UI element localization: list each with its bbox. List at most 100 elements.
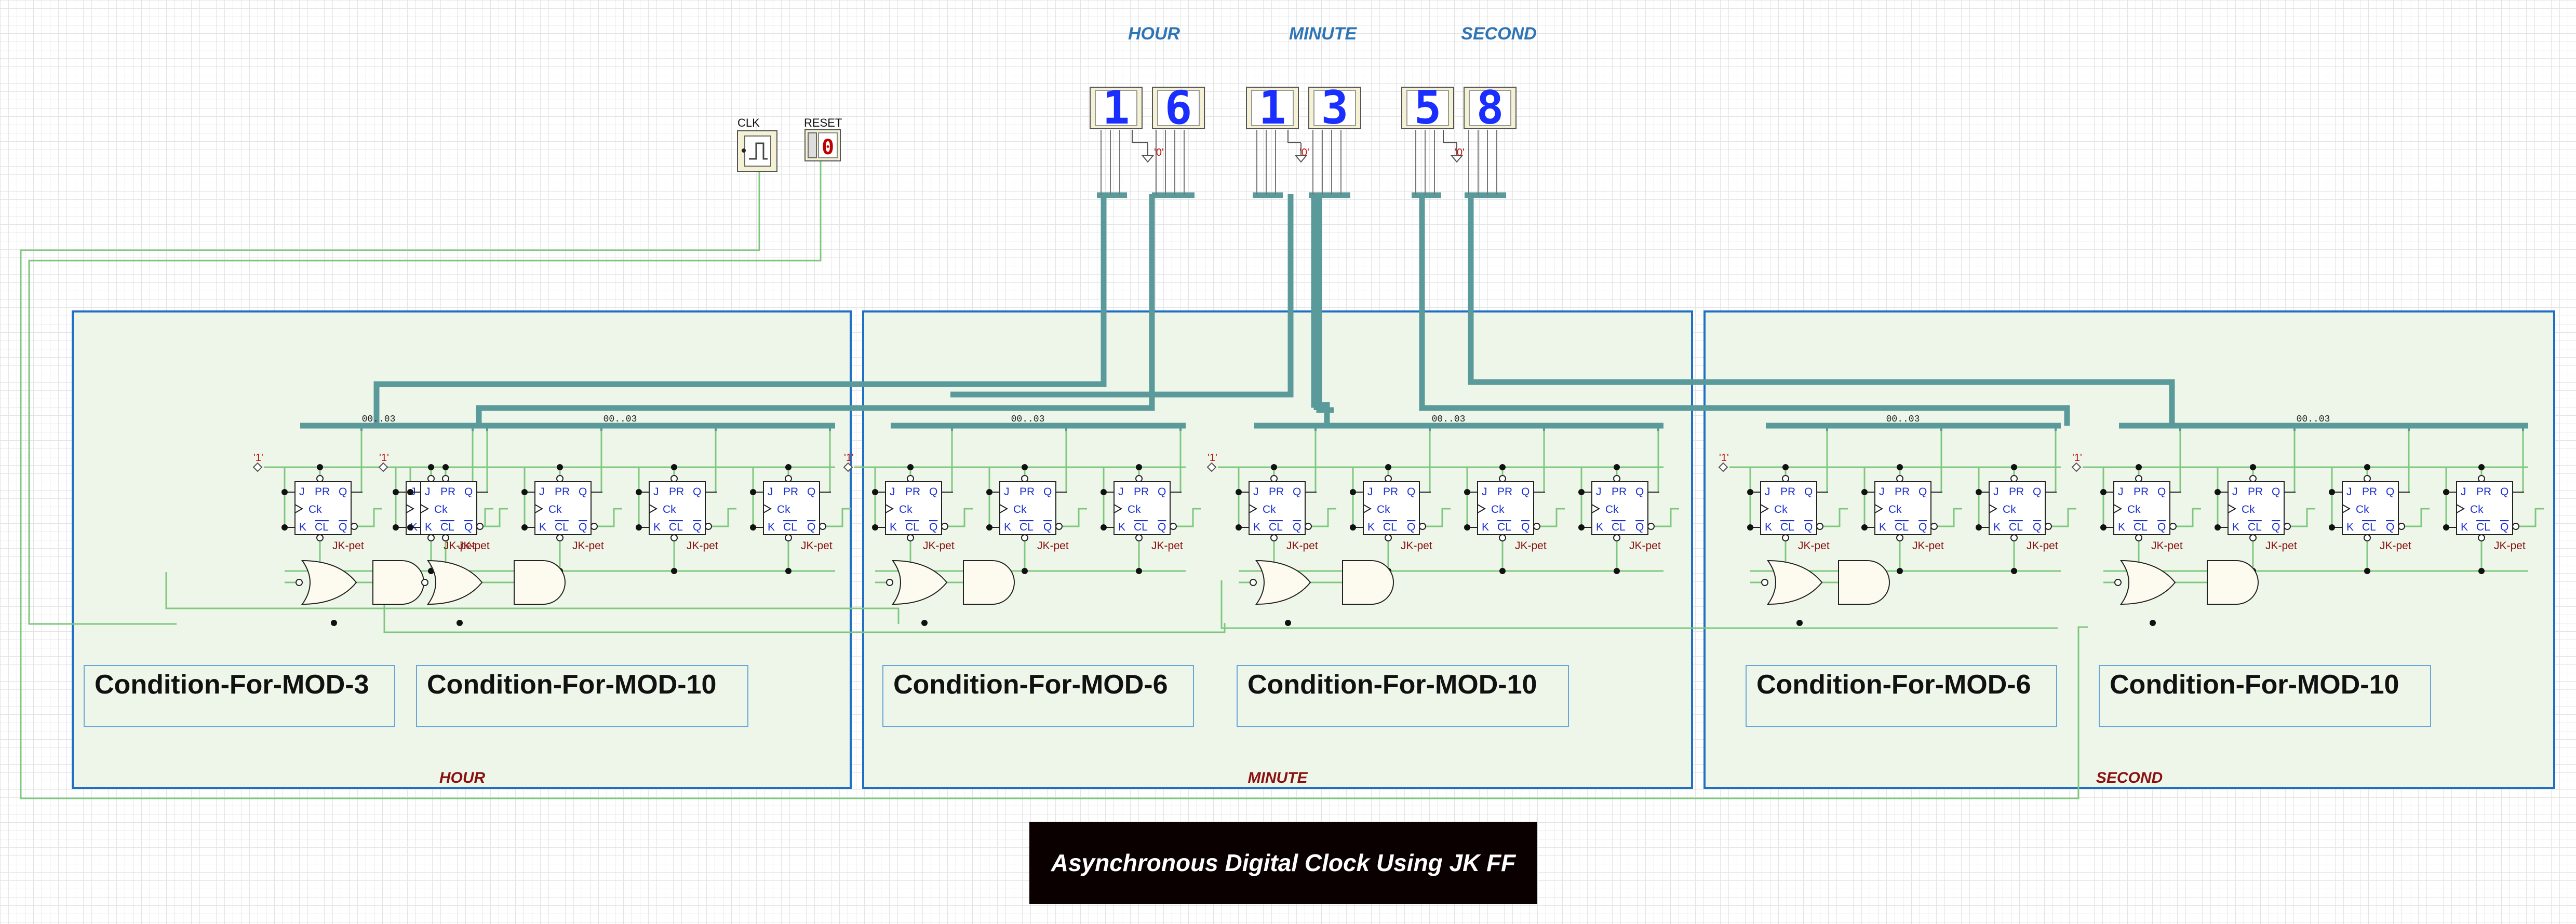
- hour-display-title: HOUR: [1128, 24, 1180, 44]
- pin-k-label: K: [299, 521, 306, 533]
- pin-qbar-label: Q: [1635, 521, 1644, 533]
- qbar-clock-wire: [483, 508, 508, 527]
- pin-j-label: J: [1482, 486, 1487, 498]
- junction-dot: [671, 464, 677, 470]
- second-tens-digit: 5: [1414, 81, 1442, 134]
- junction-dot: [636, 489, 642, 495]
- junction-dot: [1022, 568, 1028, 574]
- pin-qbar-label: Q: [579, 521, 587, 533]
- junction-dot: [1897, 464, 1903, 470]
- pin-qbar-label: Q: [1918, 521, 1927, 533]
- junction-dot: [331, 620, 337, 626]
- flipflop-name: JK-pet: [1401, 540, 1432, 552]
- flipflop-name: JK-pet: [1629, 540, 1661, 552]
- qbar-clock-wire: [2290, 508, 2315, 527]
- minute-tens-bus-2: [950, 194, 1294, 398]
- junction-dot: [2100, 524, 2107, 531]
- pin-cl-label: CL: [1269, 521, 1283, 533]
- pin-j-label: J: [1993, 486, 1999, 498]
- pin-q-label: Q: [1521, 486, 1530, 498]
- qbar-clock-wire: [2405, 508, 2430, 527]
- second-ones-display: 8: [1464, 81, 1517, 134]
- junction-dot: [750, 524, 756, 531]
- pin-q-label: Q: [2033, 486, 2041, 498]
- flipflop-name: JK-pet: [332, 540, 364, 552]
- pin-j-label: J: [1004, 486, 1010, 498]
- pin-q-label: Q: [2386, 486, 2394, 498]
- const-one-label: '1': [844, 452, 854, 464]
- second-display-title: SECOND: [1461, 24, 1536, 44]
- pin-qbar-label: Q: [1407, 521, 1415, 533]
- pin-q-label: Q: [2500, 486, 2508, 498]
- pin-q-label: Q: [1804, 486, 1813, 498]
- junction-dot: [986, 524, 992, 531]
- qbar-clock-wire: [712, 508, 736, 527]
- hour-tens-bus: [373, 194, 1107, 426]
- junction-dot: [1861, 489, 1868, 495]
- const-one-label: '1': [2072, 452, 2082, 464]
- pin-j-label: J: [2118, 486, 2124, 498]
- qbar-clock-wire: [597, 508, 622, 527]
- pin-j-label: J: [2346, 486, 2352, 498]
- qbar-clock-wire: [357, 508, 382, 527]
- zero-label: '0': [1455, 147, 1465, 158]
- pin-j-label: J: [1765, 486, 1770, 498]
- junction-dot: [636, 524, 642, 531]
- pin-pr-label: PR: [1269, 486, 1284, 498]
- and-gate: [963, 560, 1015, 605]
- pin-qbar-label: Q: [464, 521, 473, 533]
- qbar-clock-wire: [2519, 508, 2544, 527]
- pin-cl-label: CL: [1612, 521, 1626, 533]
- reset-value: 0: [822, 135, 834, 159]
- pin-k-label: K: [1118, 521, 1125, 533]
- pin-qbar-label: Q: [339, 521, 347, 533]
- condition-label: Condition-For-MOD-10: [427, 670, 716, 700]
- minute-display-title: MINUTE: [1289, 24, 1358, 44]
- flipflop-name: JK-pet: [1286, 540, 1318, 552]
- clk-source[interactable]: CLK: [737, 116, 777, 172]
- reset-switch[interactable]: RESET 0: [804, 116, 842, 161]
- pin-cl-label: CL: [1895, 521, 1909, 533]
- bus-range-label: 00..03: [2297, 414, 2330, 425]
- junction-dot: [1022, 464, 1028, 470]
- junction-dot: [2329, 524, 2335, 531]
- junction-dot: [1976, 524, 1982, 531]
- and-gate: [2207, 560, 2259, 605]
- qbar-clock-wire: [1540, 508, 1565, 527]
- pin-k-label: K: [2346, 521, 2354, 533]
- junction-dot: [750, 489, 756, 495]
- pin-k-label: K: [1765, 521, 1772, 533]
- condition-box-second-mod10: Condition-For-MOD-10: [2099, 665, 2431, 727]
- flipflop-name: JK-pet: [923, 540, 955, 552]
- or-gate: [886, 560, 948, 605]
- flipflop-name: JK-pet: [1798, 540, 1830, 552]
- minute-ones-digit: 3: [1321, 81, 1349, 134]
- hour-tens-display: 1: [1090, 81, 1143, 134]
- pin-ck-label: Ck: [1491, 504, 1505, 515]
- clock-wire: [20, 171, 2088, 799]
- zero-tieoff-minute: '0': [1287, 130, 1309, 163]
- or-gate: [1761, 560, 1823, 605]
- condition-box-hour-mod3: Condition-For-MOD-3: [84, 665, 395, 727]
- pin-pr-label: PR: [2476, 486, 2491, 498]
- pin-k-label: K: [2461, 521, 2468, 533]
- pin-qbar-label: Q: [1521, 521, 1530, 533]
- feedback-wire: [165, 572, 900, 624]
- junction-dot: [281, 524, 288, 531]
- pin-k-label: K: [1253, 521, 1260, 533]
- condition-box-minute-mod6: Condition-For-MOD-6: [882, 665, 1194, 727]
- pin-q-label: Q: [1158, 486, 1166, 498]
- junction-dot: [1464, 524, 1470, 531]
- const-one-label: '1': [253, 452, 263, 464]
- junction-dot: [317, 464, 323, 470]
- feedback-wire: [1220, 580, 2058, 629]
- pin-q-label: Q: [464, 486, 473, 498]
- condition-box-minute-mod10: Condition-For-MOD-10: [1237, 665, 1569, 727]
- pin-k-label: K: [768, 521, 775, 533]
